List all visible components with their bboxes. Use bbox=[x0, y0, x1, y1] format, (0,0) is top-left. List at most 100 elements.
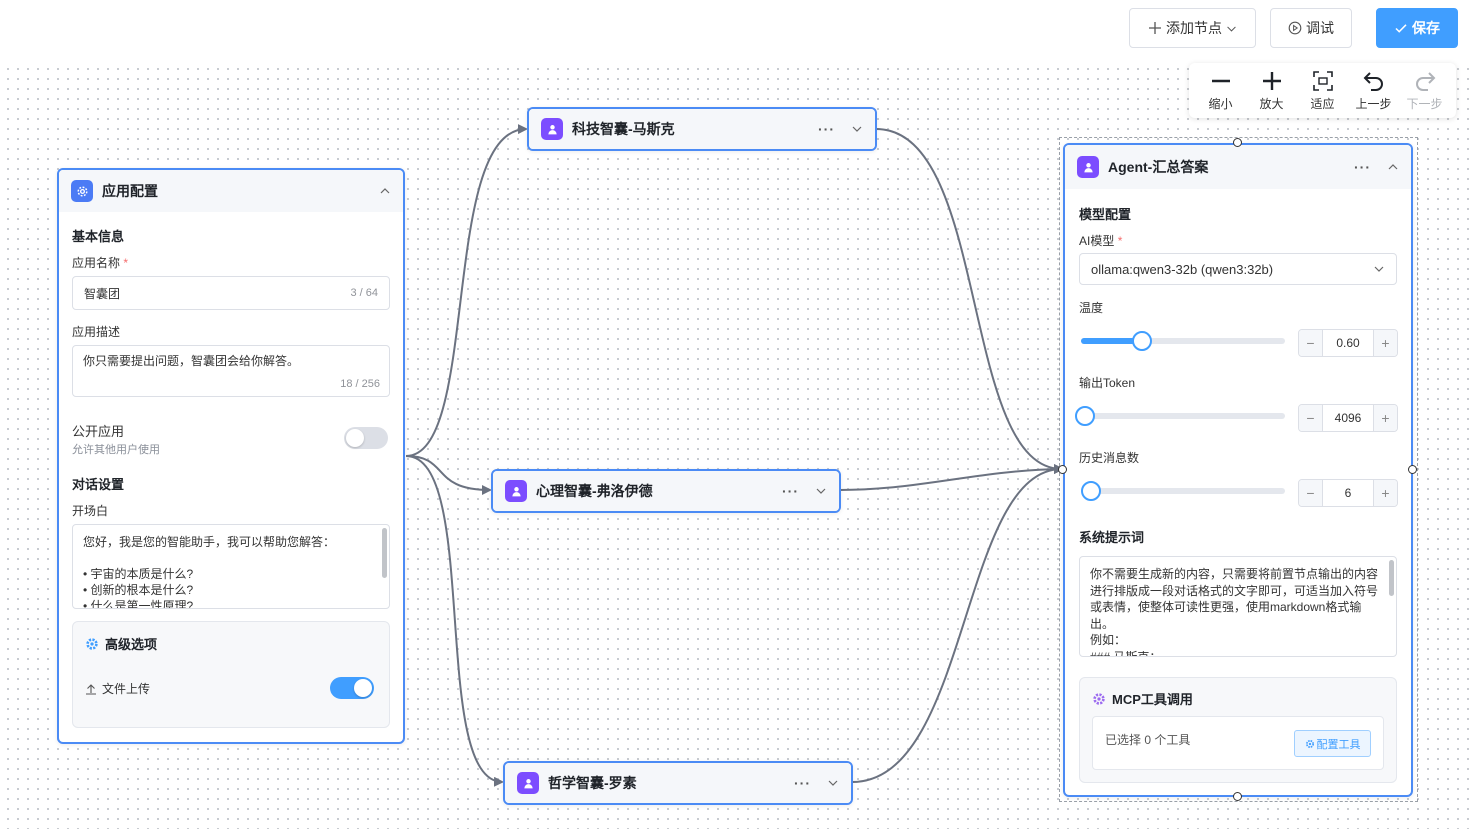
system-prompt-textarea[interactable]: 你不需要生成新的内容，只需要将前置节点输出的内容 进行排版成一段对话格式的文字即… bbox=[1079, 556, 1397, 657]
psych-agent-node[interactable]: 心理智囊-弗洛伊德 ··· bbox=[491, 469, 841, 513]
undo-icon bbox=[1363, 71, 1383, 91]
chevron-up-icon[interactable] bbox=[1387, 161, 1399, 173]
opening-scrollbar[interactable] bbox=[382, 528, 387, 578]
edge-config-to-philo bbox=[405, 455, 504, 787]
fit-view-label: 适应 bbox=[1310, 96, 1335, 111]
zoom-in-button[interactable]: 放大 bbox=[1249, 70, 1295, 112]
advanced-options-title: 高级选项 bbox=[105, 637, 158, 652]
chevron-down-icon[interactable] bbox=[827, 777, 839, 789]
resize-handle-bottom[interactable] bbox=[1233, 792, 1242, 801]
system-prompt-line: ### 马斯克： bbox=[1090, 649, 1162, 657]
chevron-up-icon[interactable] bbox=[379, 185, 391, 197]
debug-label: 调试 bbox=[1306, 20, 1334, 36]
agent-summary-header[interactable]: Agent-汇总答案 ··· bbox=[1065, 145, 1411, 189]
opening-line: • 宇宙的本质是什么? bbox=[83, 567, 194, 581]
resize-handle-top[interactable] bbox=[1233, 138, 1242, 147]
save-button[interactable]: 保存 bbox=[1376, 8, 1458, 48]
fit-view-button[interactable]: 适应 bbox=[1300, 70, 1346, 112]
add-node-button[interactable]: 添加节点 bbox=[1129, 8, 1256, 48]
more-icon[interactable]: ··· bbox=[794, 775, 811, 791]
resize-handle-right[interactable] bbox=[1408, 465, 1417, 474]
output-token-slider[interactable] bbox=[1075, 406, 1285, 426]
add-node-label: 添加节点 bbox=[1166, 20, 1222, 36]
fit-view-icon bbox=[1312, 70, 1333, 91]
temperature-slider[interactable] bbox=[1081, 331, 1285, 351]
app-desc-label: 应用描述 bbox=[72, 325, 121, 339]
ai-model-value: ollama:qwen3-32b (qwen3:32b) bbox=[1091, 261, 1274, 277]
configure-tools-button[interactable]: 配置工具 bbox=[1294, 730, 1371, 757]
edge-philo-to-agent bbox=[851, 464, 1064, 783]
tech-agent-node[interactable]: 科技智囊-马斯克 ··· bbox=[527, 107, 877, 151]
gear-icon bbox=[1305, 739, 1314, 748]
app-name-label-text: 应用名称 bbox=[72, 256, 121, 270]
chevron-down-icon[interactable] bbox=[815, 485, 827, 497]
chevron-down-icon[interactable] bbox=[851, 123, 863, 135]
redo-icon bbox=[1415, 71, 1435, 91]
save-label: 保存 bbox=[1412, 20, 1440, 36]
gear-icon bbox=[86, 637, 98, 650]
mcp-tools-box: 已选择 0 个工具 配置工具 bbox=[1092, 716, 1384, 770]
temperature-label: 温度 bbox=[1079, 301, 1104, 315]
plus-icon[interactable]: + bbox=[1373, 405, 1397, 431]
public-app-label: 公开应用 bbox=[72, 424, 125, 439]
plus-icon[interactable]: + bbox=[1373, 480, 1397, 506]
more-icon[interactable]: ··· bbox=[1354, 159, 1371, 175]
app-desc-count: 18 / 256 bbox=[340, 378, 380, 390]
mcp-tools-card: MCP工具调用 已选择 0 个工具 配置工具 bbox=[1079, 677, 1397, 783]
ai-model-select[interactable]: ollama:qwen3-32b (qwen3:32b) bbox=[1079, 253, 1397, 285]
mcp-selected-text: 已选择 0 个工具 bbox=[1105, 733, 1191, 747]
minus-icon[interactable]: − bbox=[1299, 330, 1323, 356]
agent-summary-node[interactable]: Agent-汇总答案 ··· 模型配置 AI模型 * ollama:qwen3-… bbox=[1063, 143, 1413, 797]
plus-icon[interactable]: + bbox=[1373, 330, 1397, 356]
redo-label: 下一步 bbox=[1406, 96, 1443, 111]
minus-icon[interactable]: − bbox=[1299, 405, 1323, 431]
opening-line: • 什么是第一性原理? bbox=[83, 599, 194, 609]
public-app-switch[interactable] bbox=[344, 427, 388, 449]
app-desc-textarea[interactable]: 你只需要提出问题，智囊团会给你解答。 18 / 256 bbox=[72, 345, 390, 397]
app-config-header[interactable]: 应用配置 bbox=[59, 170, 403, 212]
tech-node-title: 科技智囊-马斯克 bbox=[572, 121, 675, 137]
philo-agent-node[interactable]: 哲学智囊-罗素 ··· bbox=[503, 761, 853, 805]
redo-button[interactable]: 下一步 bbox=[1402, 70, 1448, 112]
settings-icon bbox=[71, 180, 93, 202]
chevron-down-icon bbox=[1374, 266, 1384, 272]
debug-button[interactable]: 调试 bbox=[1270, 8, 1352, 48]
upload-icon bbox=[86, 683, 96, 695]
more-icon[interactable]: ··· bbox=[818, 121, 835, 137]
history-count-value: 6 bbox=[1344, 486, 1352, 500]
output-token-slider-thumb[interactable] bbox=[1075, 406, 1095, 426]
app-name-label: 应用名称 * bbox=[72, 256, 129, 270]
system-prompt-scrollbar[interactable] bbox=[1389, 560, 1394, 596]
user-icon bbox=[517, 772, 539, 794]
temperature-slider-thumb[interactable] bbox=[1132, 331, 1153, 351]
history-count-slider[interactable] bbox=[1081, 481, 1285, 501]
resize-handle-left[interactable] bbox=[1058, 465, 1067, 474]
undo-label: 上一步 bbox=[1355, 96, 1392, 111]
opening-textarea[interactable]: 您好，我是您的智能助手，我可以帮助您解答： • 宇宙的本质是什么? • 创新的根… bbox=[72, 524, 390, 609]
opening-line: 您好，我是您的智能助手，我可以帮助您解答： bbox=[83, 535, 336, 549]
app-config-title: 应用配置 bbox=[102, 183, 158, 199]
minus-icon[interactable]: − bbox=[1299, 480, 1323, 506]
plus-icon bbox=[1149, 22, 1161, 34]
undo-button[interactable]: 上一步 bbox=[1351, 70, 1397, 112]
gear-icon bbox=[1093, 692, 1105, 705]
mcp-tools-title: MCP工具调用 bbox=[1112, 692, 1193, 707]
output-token-value: 4096 bbox=[1334, 411, 1362, 425]
more-icon[interactable]: ··· bbox=[782, 483, 799, 499]
ai-model-label-text: AI模型 bbox=[1079, 234, 1115, 248]
zoom-out-icon bbox=[1211, 79, 1230, 82]
edge-config-to-tech bbox=[405, 124, 528, 457]
temperature-input[interactable]: − 0.60 + bbox=[1298, 329, 1398, 357]
app-name-input[interactable]: 智囊团 3 / 64 bbox=[72, 276, 390, 310]
public-app-hint: 允许其他用户使用 bbox=[72, 444, 160, 456]
system-prompt-line: 例如： bbox=[1090, 633, 1127, 647]
output-token-input[interactable]: − 4096 + bbox=[1298, 404, 1398, 432]
zoom-out-button[interactable]: 缩小 bbox=[1198, 70, 1244, 112]
app-config-node[interactable]: 应用配置 基本信息 应用名称 * 智囊团 3 / 64 应用描述 你只需要提出问… bbox=[57, 168, 405, 744]
edge-psych-to-agent bbox=[839, 464, 1064, 491]
system-prompt-line: 出。 bbox=[1090, 616, 1115, 631]
history-count-input[interactable]: − 6 + bbox=[1298, 479, 1398, 507]
file-upload-switch[interactable] bbox=[330, 677, 374, 699]
system-prompt-line: 你不需要生成新的内容，只需要将前置节点输出的内容 bbox=[1090, 567, 1379, 581]
history-count-slider-thumb[interactable] bbox=[1081, 481, 1101, 501]
